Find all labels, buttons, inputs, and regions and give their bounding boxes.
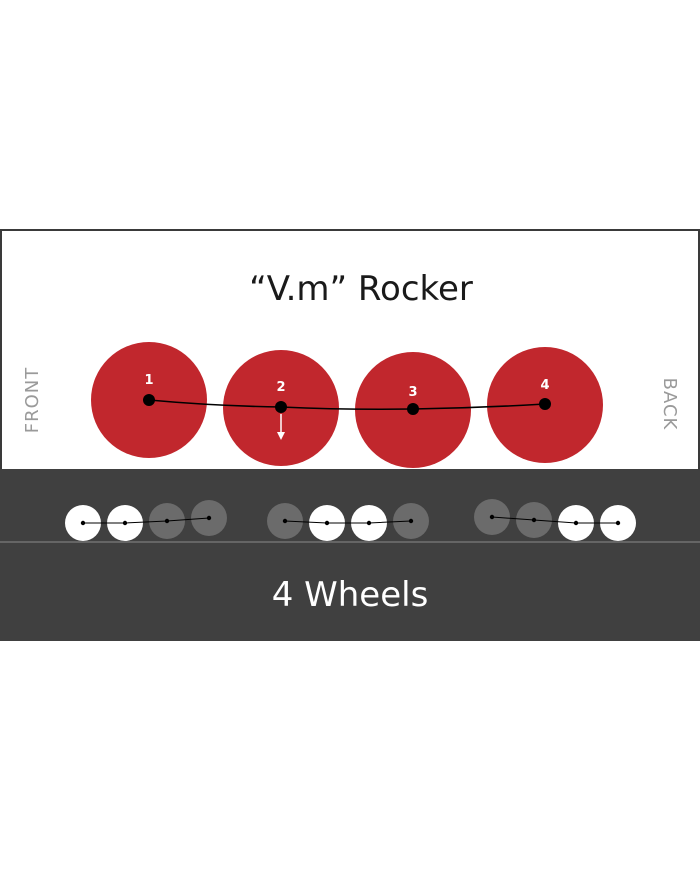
front-label: FRONT bbox=[22, 367, 43, 434]
rocker-line bbox=[148, 399, 546, 411]
back-label: BACK bbox=[659, 378, 680, 431]
small-wheel-groups bbox=[65, 499, 636, 541]
small-pivot-1-3 bbox=[164, 518, 170, 524]
small-pivot-3-2 bbox=[531, 517, 537, 523]
pivot-3 bbox=[407, 403, 419, 415]
pivot-4 bbox=[539, 398, 551, 410]
small-pivot-2-4 bbox=[408, 518, 414, 524]
down-arrow-icon bbox=[277, 432, 285, 440]
small-pivot-2-1 bbox=[282, 518, 288, 524]
wheel-number-1: 1 bbox=[144, 373, 153, 388]
small-pivot-1-2 bbox=[122, 520, 128, 526]
small-pivot-3-4 bbox=[615, 520, 621, 526]
footer-label: 4 Wheels bbox=[272, 575, 429, 615]
diagram-title: “V.m” Rocker bbox=[249, 269, 473, 309]
pivot-1 bbox=[143, 394, 155, 406]
dark-band bbox=[0, 469, 700, 641]
small-wheel-group-2 bbox=[267, 503, 429, 541]
small-pivot-1-4 bbox=[206, 515, 212, 521]
small-rocker-line-1 bbox=[83, 517, 210, 524]
small-wheel-group-3 bbox=[474, 499, 636, 541]
small-pivot-3-3 bbox=[573, 520, 579, 526]
small-wheel-group-1 bbox=[65, 500, 227, 541]
rocker-linkage: 1 2 3 4 bbox=[143, 373, 551, 440]
wheel-number-2: 2 bbox=[276, 380, 285, 395]
small-pivot-2-2 bbox=[324, 520, 330, 526]
small-pivot-3-1 bbox=[489, 514, 495, 520]
wheel-number-3: 3 bbox=[408, 385, 417, 400]
pivot-2 bbox=[275, 401, 287, 413]
small-rocker-line-2 bbox=[284, 520, 412, 524]
small-pivot-2-3 bbox=[366, 520, 372, 526]
small-rocker-line-3 bbox=[491, 516, 618, 524]
small-pivot-1-1 bbox=[80, 520, 86, 526]
wheel-number-4: 4 bbox=[540, 378, 549, 393]
